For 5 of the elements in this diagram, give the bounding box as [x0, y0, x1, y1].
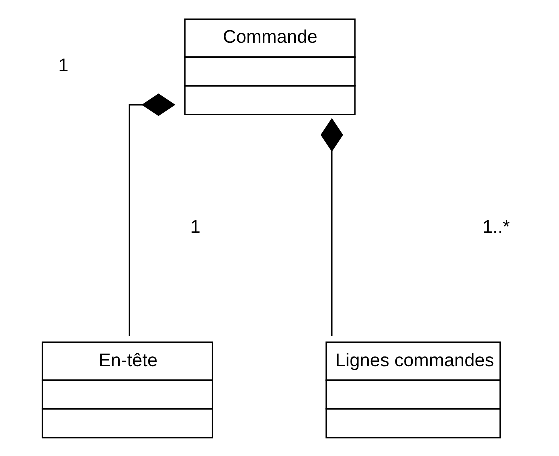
label: 1: [58, 54, 68, 76]
connector: [128, 94, 176, 336]
label: 1: [190, 216, 200, 237]
label: 1..*: [482, 216, 510, 237]
connector: [320, 118, 343, 337]
